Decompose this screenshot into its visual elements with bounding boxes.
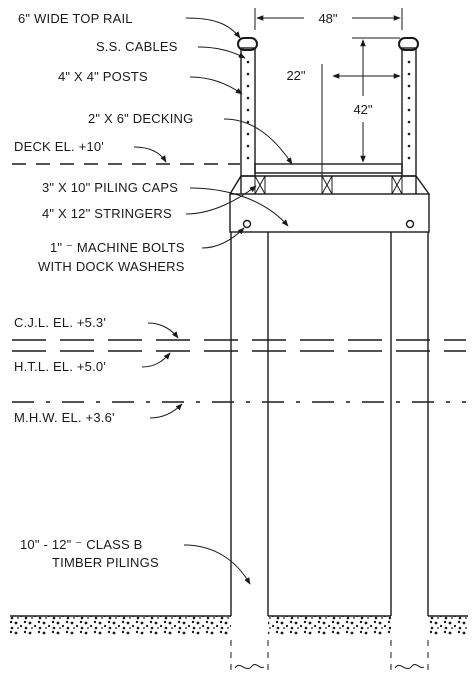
svg-text:C.J.L. EL. +5.3': C.J.L. EL. +5.3' bbox=[14, 315, 106, 330]
decking bbox=[254, 163, 403, 174]
right-post bbox=[398, 37, 419, 177]
ground bbox=[10, 615, 468, 635]
piling-embedment bbox=[230, 640, 429, 676]
svg-text:2" X 6" DECKING: 2" X 6" DECKING bbox=[88, 111, 193, 126]
label-top-rail: 6" WIDE TOP RAIL bbox=[18, 11, 241, 39]
label-pilings: 10" - 12" ⁻ CLASS B TIMBER PILINGS bbox=[20, 537, 251, 585]
height-dimension-text: 42" bbox=[353, 102, 372, 117]
label-htl: H.T.L. EL. +5.0' bbox=[14, 352, 171, 374]
svg-text:10" - 12" ⁻ CLASS B: 10" - 12" ⁻ CLASS B bbox=[20, 537, 143, 552]
label-mhw: M.H.W. EL. +3.6' bbox=[14, 403, 183, 425]
svg-text:DECK EL. +10': DECK EL. +10' bbox=[14, 139, 104, 154]
svg-text:M.H.W. EL. +3.6': M.H.W. EL. +3.6' bbox=[14, 410, 115, 425]
right-piling bbox=[390, 232, 429, 616]
offset-dimension-text: 22" bbox=[286, 68, 305, 83]
label-cjl: C.J.L. EL. +5.3' bbox=[14, 315, 179, 339]
svg-text:1" ⁻ MACHINE BOLTS: 1" ⁻ MACHINE BOLTS bbox=[50, 240, 185, 255]
svg-text:H.T.L. EL. +5.0': H.T.L. EL. +5.0' bbox=[14, 359, 106, 374]
piling-cap bbox=[229, 193, 430, 233]
label-stringers: 4" X 12" STRINGERS bbox=[42, 185, 257, 221]
svg-text:4" X 12" STRINGERS: 4" X 12" STRINGERS bbox=[42, 206, 172, 221]
left-piling bbox=[230, 232, 269, 616]
label-cables: S.S. CABLES bbox=[96, 39, 246, 59]
width-dimension: 48" bbox=[254, 8, 403, 30]
offset-dimension: 22" bbox=[286, 64, 401, 176]
label-decking: 2" X 6" DECKING bbox=[88, 111, 293, 165]
svg-text:WITH DOCK WASHERS: WITH DOCK WASHERS bbox=[38, 259, 185, 274]
label-deck-el: DECK EL. +10' bbox=[14, 139, 167, 163]
left-post bbox=[237, 37, 258, 177]
svg-text:3" X 10" PILING CAPS: 3" X 10" PILING CAPS bbox=[42, 180, 178, 195]
label-piling-caps: 3" X 10" PILING CAPS bbox=[42, 180, 289, 227]
right-bolt bbox=[405, 219, 415, 229]
left-bolt bbox=[242, 219, 252, 229]
width-dimension-text: 48" bbox=[318, 11, 337, 26]
svg-text:S.S. CABLES: S.S. CABLES bbox=[96, 39, 178, 54]
label-posts: 4" X 4" POSTS bbox=[58, 69, 243, 95]
svg-text:TIMBER PILINGS: TIMBER PILINGS bbox=[52, 555, 159, 570]
stringers bbox=[229, 175, 430, 195]
svg-text:4" X 4" POSTS: 4" X 4" POSTS bbox=[58, 69, 148, 84]
svg-text:6" WIDE TOP RAIL: 6" WIDE TOP RAIL bbox=[18, 11, 133, 26]
label-bolts: 1" ⁻ MACHINE BOLTS WITH DOCK WASHERS bbox=[38, 227, 245, 274]
height-dimension: 42" bbox=[352, 37, 400, 163]
